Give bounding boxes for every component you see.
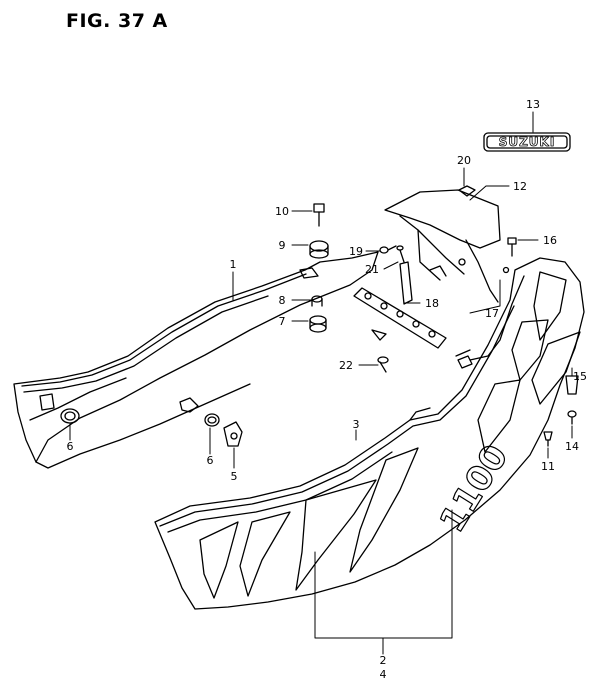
screw-10 xyxy=(313,203,325,227)
bracket-plate-part xyxy=(353,261,447,349)
rivet-11 xyxy=(543,431,553,447)
callout-1: 1 xyxy=(230,258,237,271)
callout-20: 20 xyxy=(457,154,471,167)
screw-22 xyxy=(377,356,389,373)
model-decal-text: 1100 xyxy=(432,438,516,539)
figure-title: FIG. 37 A xyxy=(66,10,168,32)
callout-13: 13 xyxy=(526,98,540,111)
leader-lines xyxy=(69,111,573,655)
screw-21 xyxy=(396,245,405,263)
callout-12: 12 xyxy=(513,180,527,193)
cushion-6b xyxy=(204,413,220,427)
emblem-text: SUZUKI xyxy=(499,135,556,149)
suzuki-emblem: SUZUKI xyxy=(483,132,571,152)
callout-21: 21 xyxy=(365,263,379,276)
clip-15 xyxy=(565,375,579,395)
grommet-9 xyxy=(309,240,329,259)
callout-8: 8 xyxy=(279,294,286,307)
callout-22: 22 xyxy=(339,359,353,372)
callout-14: 14 xyxy=(565,440,579,453)
screw-19 xyxy=(379,245,397,254)
callout-17: 17 xyxy=(485,307,499,320)
cushion-6a xyxy=(60,408,80,424)
callout-6a: 6 xyxy=(67,440,74,453)
callout-numbers: 13 1 20 12 10 9 8 7 22 19 21 18 17 16 6 … xyxy=(67,98,588,681)
tail-cover-part: 1100 xyxy=(154,257,585,610)
callout-19: 19 xyxy=(349,245,363,258)
callout-5: 5 xyxy=(231,470,238,483)
callout-4: 4 xyxy=(380,668,387,681)
callout-9: 9 xyxy=(279,239,286,252)
screw-16 xyxy=(507,237,517,257)
clip-5 xyxy=(223,421,243,447)
callout-11: 11 xyxy=(541,460,555,473)
rivet-14 xyxy=(567,410,577,425)
callout-6b: 6 xyxy=(207,454,214,467)
nut-20 xyxy=(458,185,476,197)
rear-bracket-part xyxy=(384,189,510,369)
callout-18: 18 xyxy=(425,297,439,310)
callout-10: 10 xyxy=(275,205,289,218)
cushion-7 xyxy=(309,315,327,333)
callout-7: 7 xyxy=(279,315,286,328)
callout-15: 15 xyxy=(573,370,587,383)
frame-cover-part xyxy=(13,251,379,469)
callout-16: 16 xyxy=(543,234,557,247)
callout-3: 3 xyxy=(353,418,360,431)
callout-2: 2 xyxy=(380,654,387,667)
